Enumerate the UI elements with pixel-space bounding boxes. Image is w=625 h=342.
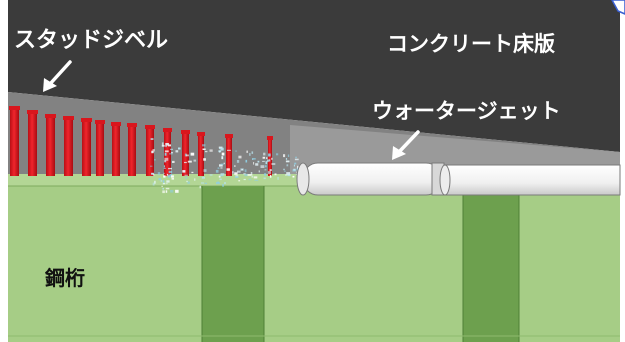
concrete-slab [8,0,620,152]
stud-head [111,122,121,126]
stud-head [9,106,20,110]
stud-head [225,134,233,138]
stud-head [95,120,105,124]
stud-head [267,136,273,140]
waterjet-pipe [296,162,621,196]
stud-head [127,123,137,127]
stud-head [197,132,205,136]
stud-connector [226,136,232,176]
corner-marker-icon [611,0,625,15]
stud-connector [96,122,104,176]
stud-connector [10,108,19,176]
waterjet-label: ウォータージェット [372,99,561,123]
stud-head [63,116,74,120]
girder-stiffener [463,192,519,342]
arrow-pointer-icon [43,60,72,92]
girder-stiffener [202,186,264,342]
steel-girder [8,176,620,342]
stud-head [45,114,56,118]
arrow-pointer-icon [392,130,420,160]
stud-connector [268,138,272,176]
stud-connector [198,134,204,176]
concrete-slab-label: コンクリート床版 [387,32,555,56]
stud-connector [164,130,171,176]
water-spray-icon [150,138,300,194]
stud-head [163,128,172,132]
stud-connector [82,120,91,176]
stud-head [181,130,190,134]
stud-head [145,125,155,129]
stud-label: スタッドジベル [14,28,169,53]
stud-head [27,110,38,114]
stud-connector [46,116,55,176]
stud-connector [128,125,136,176]
stud-connector [112,124,120,176]
stud-connector [28,112,37,176]
stud-connector [64,118,73,176]
stud-head [81,118,92,122]
stud-connector [146,127,154,176]
steel-girder-label: 鋼桁 [45,266,85,290]
